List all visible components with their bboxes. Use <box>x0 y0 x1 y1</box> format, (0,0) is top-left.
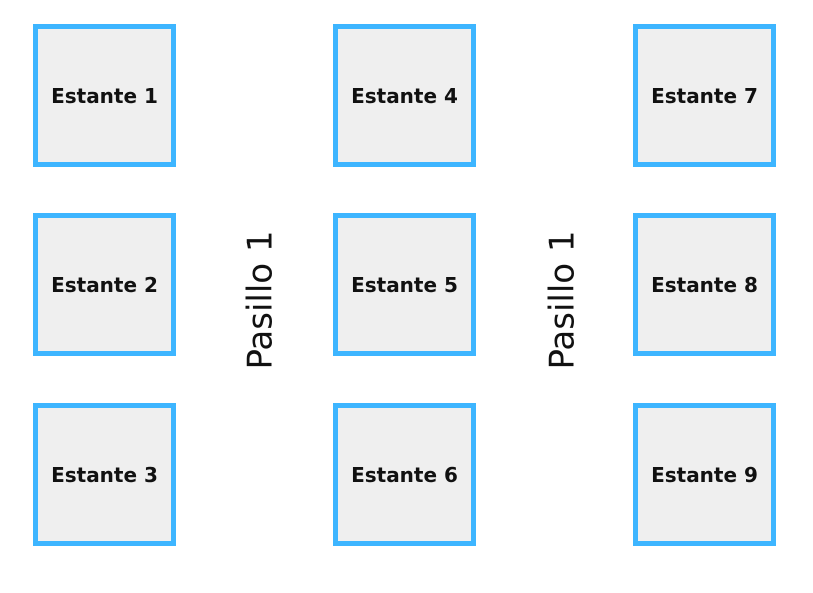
shelf-label: Estante 8 <box>651 272 758 297</box>
aisle-2: Pasillo 1 <box>533 215 593 385</box>
shelf-3: Estante 3 <box>33 403 176 546</box>
shelf-label: Estante 3 <box>51 462 158 487</box>
shelf-6: Estante 6 <box>333 403 476 546</box>
shelf-1: Estante 1 <box>33 24 176 167</box>
shelf-label: Estante 9 <box>651 462 758 487</box>
shelf-8: Estante 8 <box>633 213 776 356</box>
shelf-label: Estante 4 <box>351 83 458 108</box>
shelf-label: Estante 2 <box>51 272 158 297</box>
shelf-4: Estante 4 <box>333 24 476 167</box>
shelf-9: Estante 9 <box>633 403 776 546</box>
shelf-7: Estante 7 <box>633 24 776 167</box>
aisle-label: Pasillo 1 <box>241 230 282 370</box>
aisle-label: Pasillo 1 <box>543 230 584 370</box>
shelf-label: Estante 1 <box>51 83 158 108</box>
shelf-label: Estante 7 <box>651 83 758 108</box>
shelf-2: Estante 2 <box>33 213 176 356</box>
shelf-5: Estante 5 <box>333 213 476 356</box>
shelf-label: Estante 5 <box>351 272 458 297</box>
aisle-1: Pasillo 1 <box>231 215 291 385</box>
shelf-label: Estante 6 <box>351 462 458 487</box>
